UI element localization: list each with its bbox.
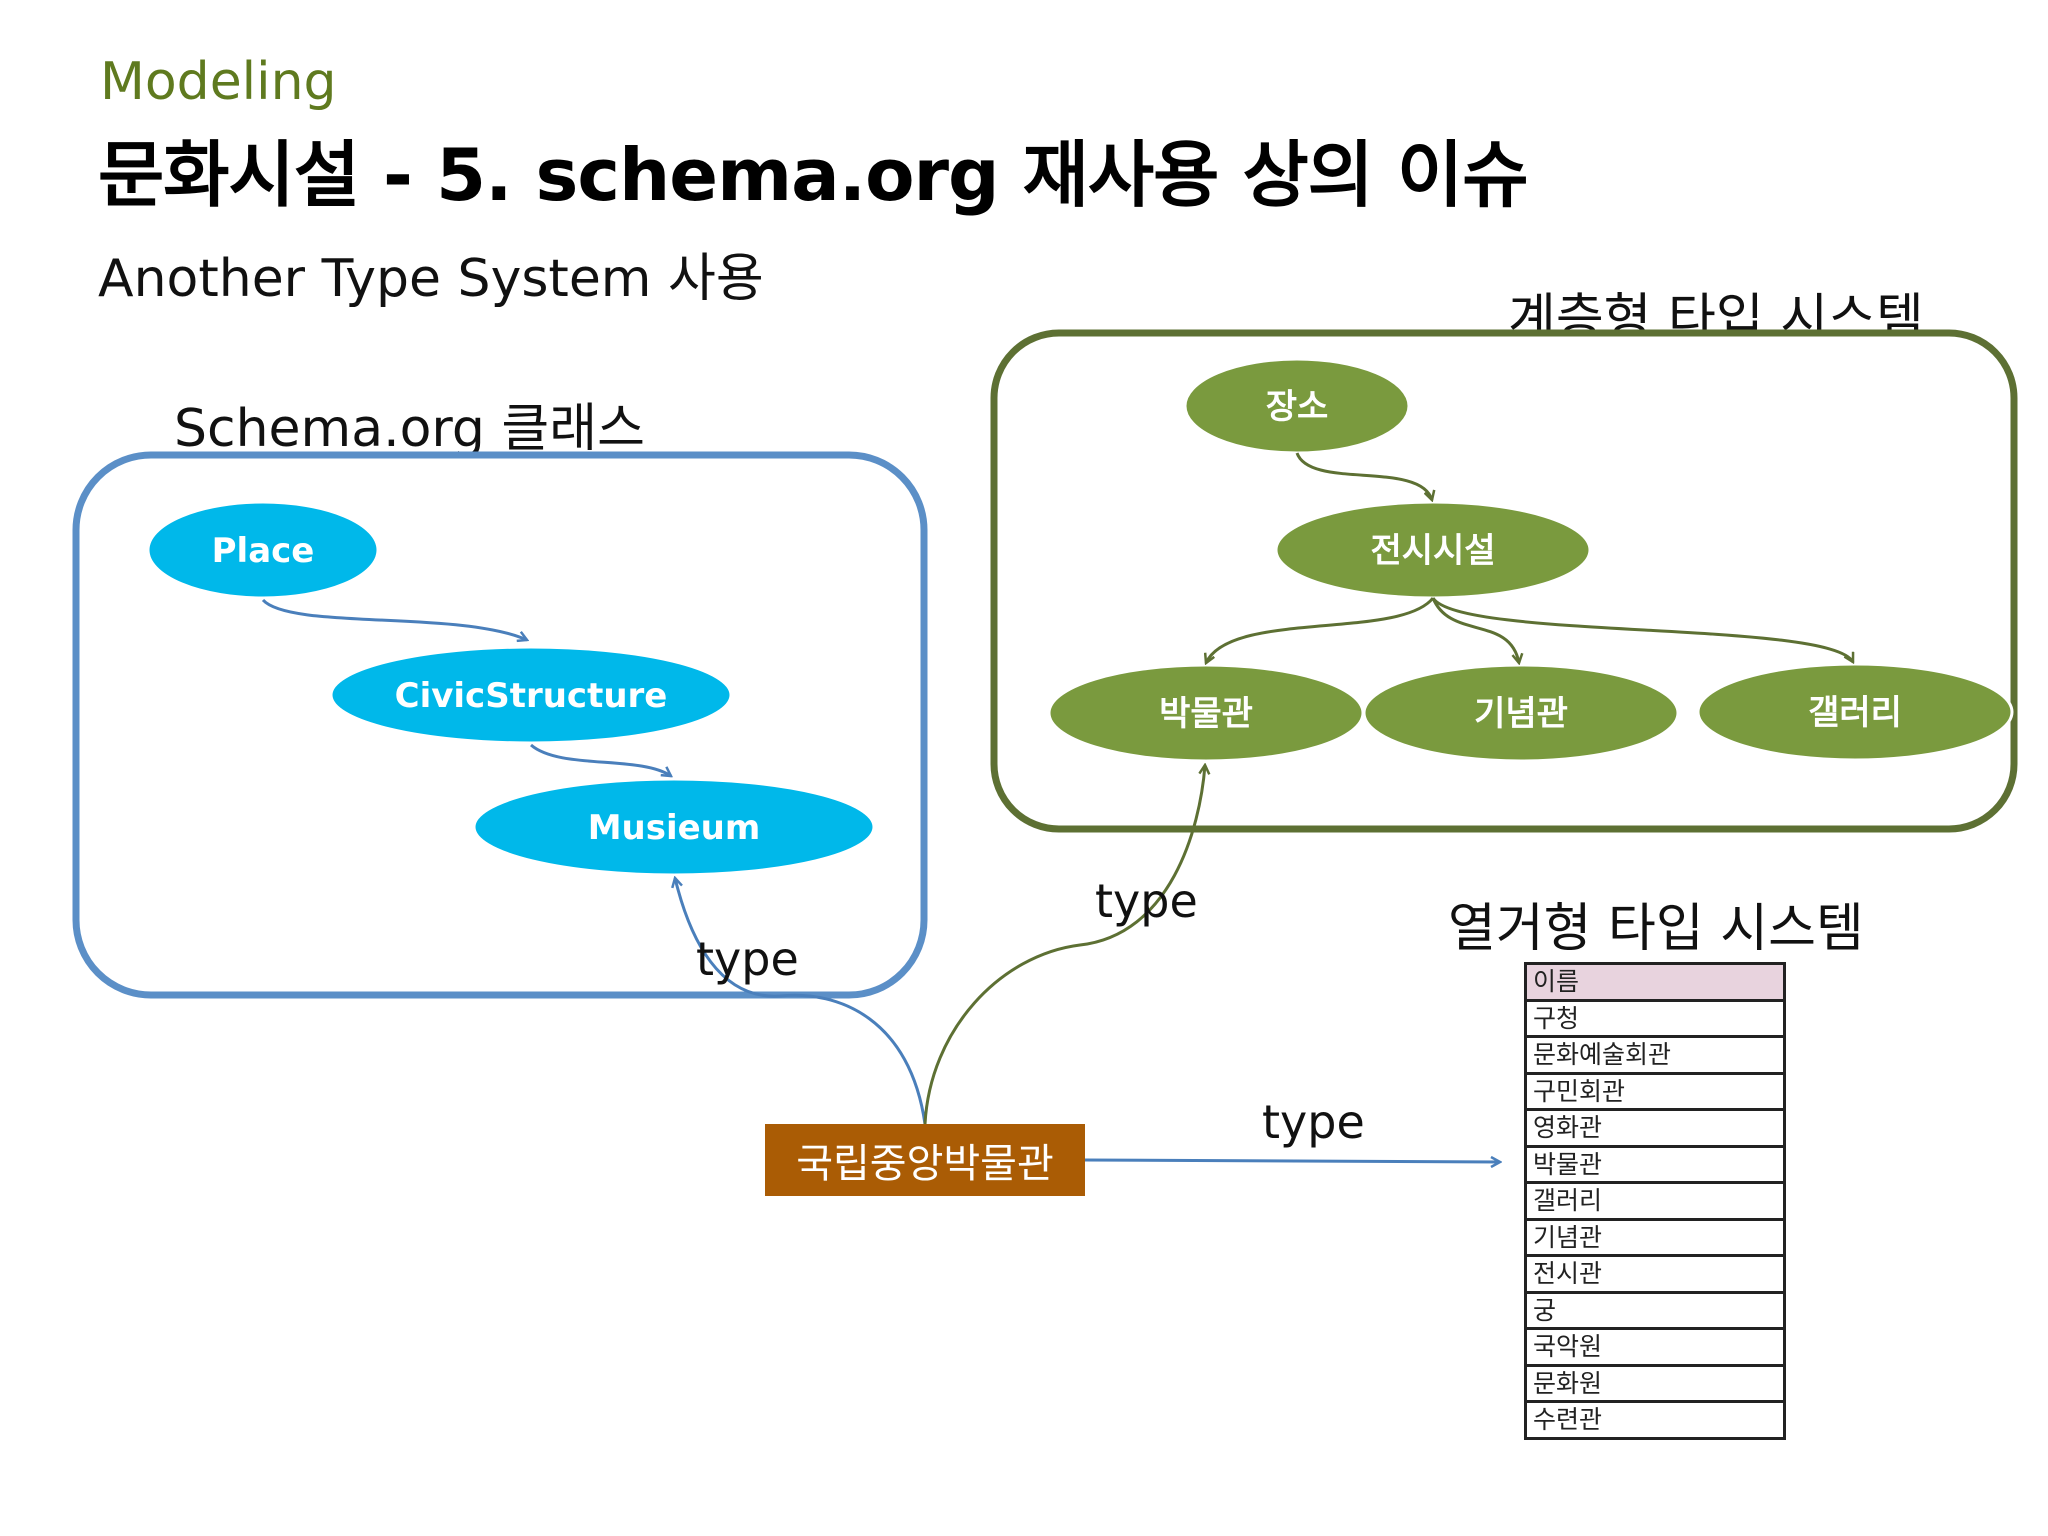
edge-label-enum-type: type xyxy=(1262,1095,1365,1149)
edge-label-schema-type: type xyxy=(696,932,799,986)
hier-node-exhibition-label: 전시시설 xyxy=(1370,531,1495,571)
edge-place-civicstructure xyxy=(261,598,527,640)
schema-node-place-label: Place xyxy=(212,531,315,571)
enum-list-item: 전시관 xyxy=(1527,1257,1783,1294)
enum-list-item: 수련관 xyxy=(1533,1405,1603,1434)
enum-list-item: 국악원 xyxy=(1527,1330,1783,1367)
schema-node-musieum-label: Musieum xyxy=(588,808,761,848)
edge-source-to-hier xyxy=(923,765,1205,1125)
hier-node-memorial-label: 기념관 xyxy=(1474,694,1568,734)
schema-panel-label: Schema.org 클래스 xyxy=(174,399,645,459)
enum-panel-label: 열거형 타입 시스템 xyxy=(1448,899,1864,959)
enum-list-item: 구청 xyxy=(1527,1002,1783,1038)
hier-node-gallery-label: 갤러리 xyxy=(1808,693,1902,733)
edge-label-hier-type: type xyxy=(1095,874,1198,928)
schema-node-civicstructure-label: CivicStructure xyxy=(395,676,668,716)
hier-node-museum: 박물관 xyxy=(1047,663,1365,763)
source-node-label: 국립중앙박물관 xyxy=(796,1141,1054,1187)
edge-source-to-schema xyxy=(675,878,927,1125)
enum-list-item: 영화관 xyxy=(1527,1111,1783,1148)
edge-source-to-enum xyxy=(1084,1160,1500,1162)
enum-list-item: 구민회관 xyxy=(1527,1075,1783,1111)
hier-node-gallery: 갤러리 xyxy=(1696,662,2014,762)
enum-list-item: 문화원 xyxy=(1527,1367,1783,1403)
hier-node-place-label: 장소 xyxy=(1266,387,1329,427)
enum-list-item: 박물관 xyxy=(1527,1148,1783,1184)
schema-node-civicstructure: CivicStructure xyxy=(329,645,733,745)
enum-list-item: 문화예술회관 xyxy=(1527,1038,1783,1075)
section-label: Modeling xyxy=(100,52,337,112)
edge-exhibition-memorial xyxy=(1431,597,1519,663)
source-node: 국립중앙박물관 xyxy=(765,1124,1085,1196)
hier-node-memorial: 기념관 xyxy=(1362,663,1680,763)
enum-list-item: 갤러리 xyxy=(1527,1184,1783,1221)
schema-node-place: Place xyxy=(146,500,380,600)
edge-civicstructure-musieum xyxy=(530,743,671,776)
hier-node-exhibition: 전시시설 xyxy=(1274,500,1592,600)
hier-node-museum-label: 박물관 xyxy=(1159,694,1253,734)
enum-list-item: 기념관 xyxy=(1527,1221,1783,1257)
enum-list-header: 이름 xyxy=(1527,965,1783,1002)
edge-exhibition-gallery xyxy=(1431,597,1855,662)
edge-place-exhibition xyxy=(1295,452,1432,500)
hier-node-place: 장소 xyxy=(1183,357,1411,455)
slide-subtitle: Another Type System 사용 xyxy=(98,249,764,309)
schema-node-musieum: Musieum xyxy=(472,777,876,877)
slide-title: 문화시설 - 5. schema.org 재사용 상의 이슈 xyxy=(98,133,1528,217)
enum-list: 이름 구청 문화예술회관 구민회관 영화관 박물관 갤러리 기념관 전시관 궁 … xyxy=(1524,962,1786,1440)
edge-exhibition-museum xyxy=(1206,597,1435,663)
enum-list-item: 궁 xyxy=(1527,1294,1783,1330)
